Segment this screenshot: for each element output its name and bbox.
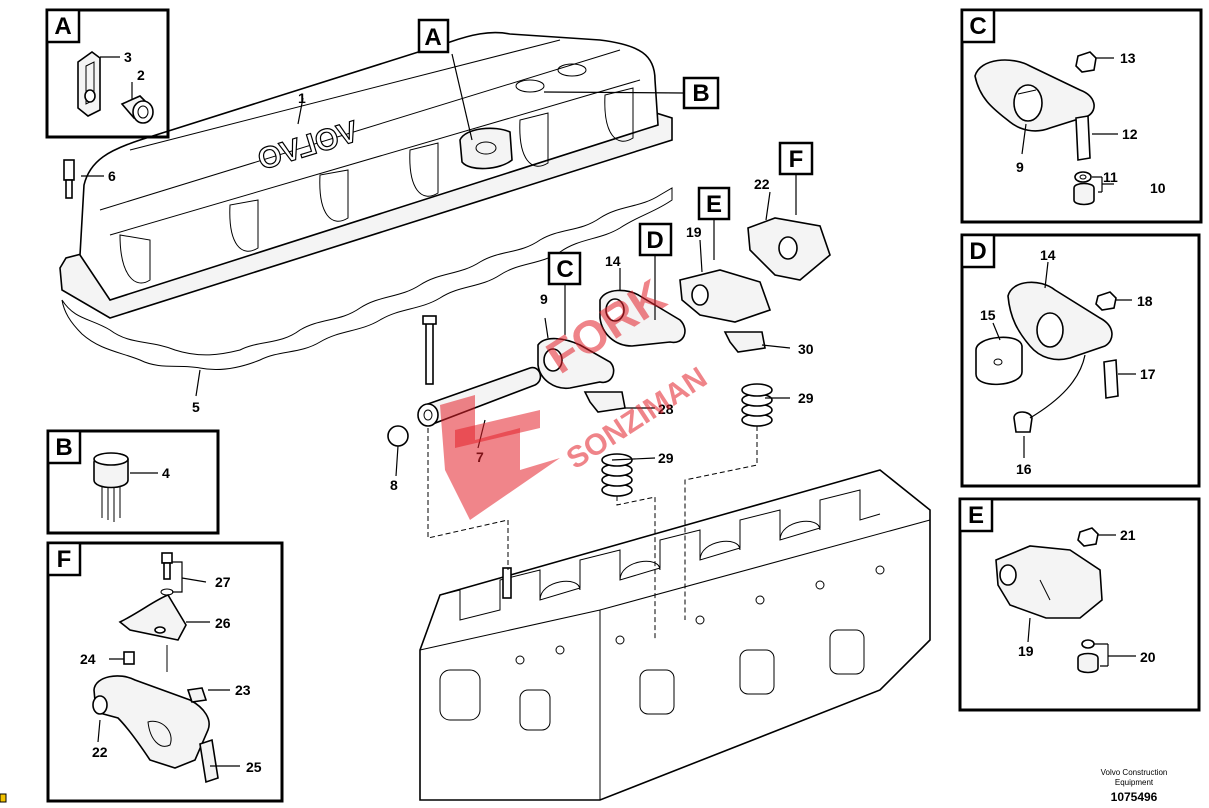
- part-num-19-e: 19: [1018, 643, 1034, 659]
- inset-d: D 14 15 18 17 16: [960, 233, 1201, 488]
- part-num-9: 9: [540, 291, 548, 307]
- part-num-16: 16: [1016, 461, 1032, 477]
- part-num-21: 21: [1120, 527, 1136, 543]
- callout-d: D: [646, 227, 663, 254]
- part-num-4: 4: [162, 465, 170, 481]
- plug: [387, 425, 409, 447]
- part-num-11: 11: [1103, 169, 1118, 185]
- part-num-27: 27: [215, 574, 231, 590]
- footer-company-line1: Volvo Construction: [1101, 768, 1168, 777]
- inset-a-label: A: [54, 13, 71, 40]
- part-num-10: 10: [1150, 180, 1166, 196]
- callout-a: A: [424, 24, 441, 51]
- footer-doc-number: 1075496: [1111, 790, 1158, 804]
- callout-f: F: [789, 146, 804, 173]
- valve-cover: VOLVO: [59, 31, 673, 319]
- valve-bridge-30: [723, 331, 766, 353]
- part-num-20: 20: [1140, 649, 1156, 665]
- rocker-arm-19: [679, 269, 772, 323]
- part-num-13: 13: [1120, 50, 1136, 66]
- inset-f: F 27 26 24 23 22 25: [46, 541, 284, 803]
- corner-marker: [0, 793, 7, 803]
- shaft-bolt: [425, 321, 434, 385]
- inset-e: E 21 20 19: [958, 497, 1201, 712]
- main-assembly: VOLVO: [59, 18, 931, 801]
- part-num-3: 3: [124, 49, 132, 65]
- part-num-6: 6: [108, 168, 116, 184]
- part-num-25: 25: [246, 759, 262, 775]
- cylinder-head: [419, 469, 931, 801]
- part-num-9-c: 9: [1016, 159, 1024, 175]
- inset-a: A 3 2: [45, 8, 170, 139]
- inset-c-label: C: [969, 13, 986, 40]
- part-num-14: 14: [605, 253, 621, 269]
- part-num-23: 23: [235, 682, 251, 698]
- valve-spring-b: [741, 383, 773, 427]
- part-num-18: 18: [1137, 293, 1153, 309]
- part-num-24: 24: [80, 651, 96, 667]
- part-num-28: 28: [658, 401, 674, 417]
- part-num-17: 17: [1140, 366, 1156, 382]
- inset-b: B 4: [46, 429, 220, 535]
- part-num-22-f: 22: [92, 744, 108, 760]
- part-num-5: 5: [192, 399, 200, 415]
- footer: Volvo Construction Equipment 1075496: [1101, 768, 1168, 804]
- footer-company-line2: Equipment: [1115, 778, 1154, 787]
- part-num-2: 2: [137, 67, 145, 83]
- inset-b-label: B: [55, 434, 72, 461]
- inset-c: C 13 12 11 10 9: [960, 8, 1203, 224]
- cover-gasket: [61, 187, 673, 371]
- callout-b: B: [692, 80, 709, 107]
- part-num-14-d: 14: [1040, 247, 1056, 263]
- part-num-22: 22: [754, 176, 770, 192]
- inset-e-label: E: [968, 502, 984, 529]
- valve-bridge-28: [583, 391, 626, 413]
- part-num-29a: 29: [658, 450, 674, 466]
- part-num-8: 8: [390, 477, 398, 493]
- breather-fitting: [63, 159, 75, 199]
- part-num-1: 1: [298, 90, 306, 106]
- part-num-26: 26: [215, 615, 231, 631]
- part-num-29b: 29: [798, 390, 814, 406]
- part-num-30: 30: [798, 341, 814, 357]
- callout-c: C: [556, 256, 573, 283]
- part-num-19: 19: [686, 224, 702, 240]
- inset-f-label: F: [57, 546, 72, 573]
- part-num-15: 15: [980, 307, 996, 323]
- inset-d-label: D: [969, 238, 986, 265]
- part-num-12: 12: [1122, 126, 1138, 142]
- callout-e: E: [706, 191, 722, 218]
